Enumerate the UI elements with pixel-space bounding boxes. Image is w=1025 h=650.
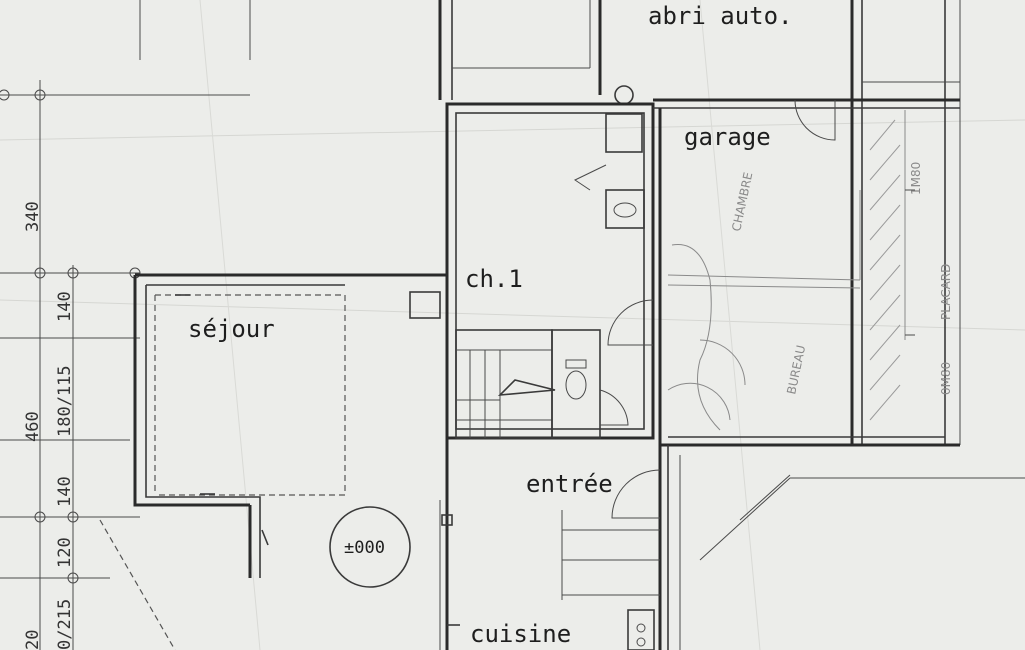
room-label-ch1: ch.1: [465, 265, 523, 293]
dimension-215: 0/215: [55, 599, 75, 650]
room-label-entree: entrée: [526, 470, 613, 498]
dimension-120: 120: [55, 537, 75, 568]
room-label-garage: garage: [684, 123, 771, 151]
room-label-cuisine: cuisine: [470, 620, 571, 648]
level-marker-label: ±000: [344, 538, 385, 558]
room-label-abri-auto: abri auto.: [648, 2, 793, 30]
dimension-140-lower: 140: [55, 476, 75, 507]
dimension-460: 460: [23, 411, 43, 442]
dimension-180-115: 180/115: [55, 365, 75, 437]
entrance-kitchen-walls: [99, 438, 1025, 650]
pencil-note-placard: PLACARD: [939, 264, 953, 320]
dimension-340: 340: [23, 201, 43, 232]
placard-hatching: [869, 119, 915, 421]
pencil-note-1m80: 1M80: [909, 162, 923, 195]
bedroom-garage-walls: [445, 98, 960, 447]
room-label-sejour: séjour: [188, 315, 275, 343]
level-marker-circle: [329, 506, 411, 588]
dimension-lines: [0, 0, 251, 650]
dimension-20: 20: [23, 630, 43, 650]
pencil-note-0m80: 0M80: [939, 362, 953, 395]
dimension-140-upper: 140: [55, 291, 75, 322]
living-room-walls: [133, 273, 447, 578]
carport-walls: [438, 0, 961, 445]
